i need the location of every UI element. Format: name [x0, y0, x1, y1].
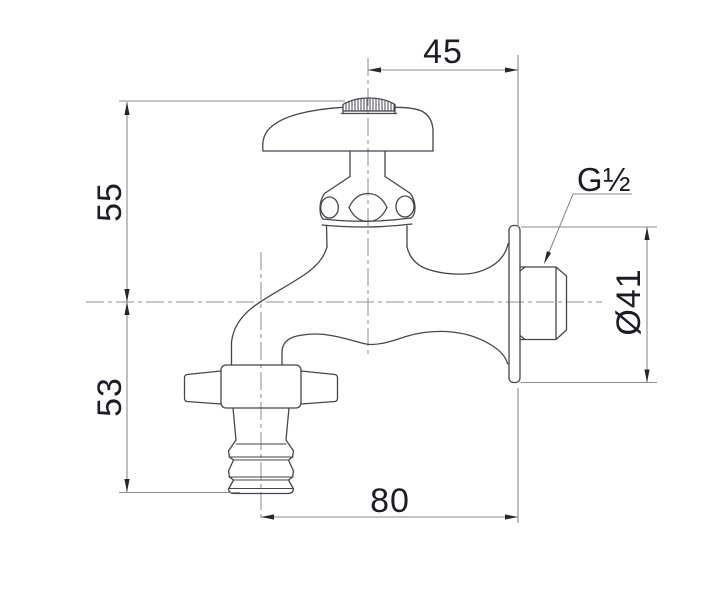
knurl-hatching — [345, 98, 395, 112]
body-left-side — [325, 225, 328, 248]
dim-80-arrow-right — [505, 514, 518, 520]
dim-55-arrow-top — [124, 102, 130, 115]
pipe-top-edge — [406, 242, 510, 275]
dim-41-arrow-top — [644, 227, 650, 240]
dimension-45: 45 — [368, 33, 519, 227]
dim-41-arrow-bottom — [644, 369, 650, 383]
handle-stem — [349, 150, 386, 178]
thread-leader-line — [544, 193, 632, 263]
dim-53-label: 53 — [91, 377, 129, 417]
bonnet-left-lobe — [320, 196, 339, 219]
dimension-80: 80 — [261, 388, 519, 523]
elbow-outer-curve — [230, 246, 328, 366]
dim-45-arrow-right — [505, 67, 518, 73]
dim-55-arrow-bottom — [124, 289, 130, 302]
hose-barb-silhouette — [227, 407, 295, 495]
dim-80-label: 80 — [370, 482, 410, 520]
cross-handle — [262, 106, 434, 152]
body-shoulder — [321, 223, 413, 228]
dim-80-arrow-left — [261, 514, 274, 520]
dim-45-label: 45 — [423, 33, 463, 71]
faucet-outline — [183, 97, 568, 495]
dim-53-arrow-top — [124, 302, 130, 315]
dim-53-arrow-bottom — [124, 479, 130, 492]
thread-connector — [519, 266, 568, 341]
bonnet-center-lens — [348, 192, 388, 223]
dim-45-arrow-left — [368, 67, 381, 73]
bonnet-right-lobe — [395, 195, 415, 218]
dimension-55-53: 55 53 — [91, 100, 345, 494]
dim-41-label: Ø41 — [610, 268, 648, 335]
hose-nut-left-wing — [183, 370, 222, 405]
dimension-diameter-41: Ø41 — [521, 226, 657, 384]
centerlines — [86, 58, 602, 521]
wall-flange — [508, 224, 521, 384]
elbow-inner-and-pipe-bottom — [281, 330, 510, 366]
hose-nut-right-wing — [300, 370, 339, 405]
dim-55-label: 55 — [91, 182, 129, 222]
thread-leader-arrow — [544, 251, 552, 264]
thread-callout: G½ — [544, 161, 632, 264]
thread-size-label: G½ — [577, 161, 631, 198]
hose-nut-body — [220, 364, 302, 409]
hose-barb-ring-lines — [228, 443, 294, 489]
